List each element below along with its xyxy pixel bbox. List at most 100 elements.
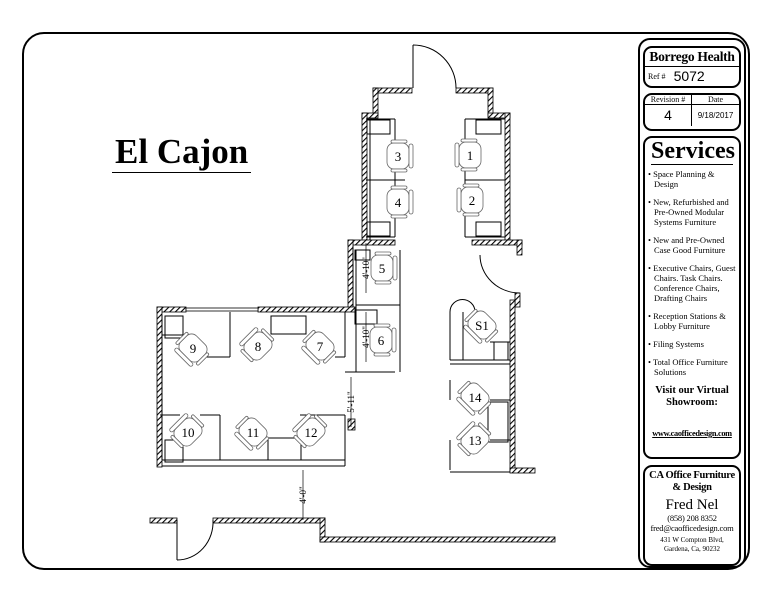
- chair-arm: [323, 350, 337, 364]
- wall: [156, 306, 163, 468]
- chair-arm: [457, 380, 471, 394]
- wall: [372, 87, 379, 116]
- chair-icon: [386, 139, 414, 173]
- chair-back: [456, 421, 476, 441]
- door-swing: [479, 254, 521, 294]
- workstation-number: 12: [305, 425, 318, 440]
- wall: [319, 536, 556, 543]
- chair-icon: [370, 251, 398, 285]
- company-name: CA Office Furniture & Design: [649, 470, 735, 493]
- workstation-number: 10: [182, 425, 195, 440]
- chair-icon: [239, 327, 275, 363]
- workstation-number: 11: [247, 425, 260, 440]
- contact-name: Fred Nel: [665, 497, 719, 513]
- file-pedestal: [366, 221, 391, 237]
- wall: [516, 239, 523, 256]
- reception-desk: [449, 299, 476, 360]
- chair-arm: [374, 251, 392, 256]
- chair-arm: [460, 167, 478, 172]
- chair-back: [169, 413, 189, 433]
- revision-value: 4: [645, 105, 692, 126]
- revision-box: Revision # Date 4 9/18/2017: [643, 93, 741, 131]
- dimension-label: 4'-0": [298, 486, 308, 504]
- wall: [372, 87, 413, 94]
- services-box: Services Space Planning & Design New, Re…: [643, 136, 741, 459]
- chair-arm: [240, 349, 254, 363]
- chair-arm: [175, 331, 189, 345]
- chair-back: [463, 324, 483, 344]
- chair-icon: [456, 421, 492, 457]
- workstation-number: 8: [255, 339, 262, 354]
- chair-arm: [464, 308, 478, 322]
- chair-arm: [261, 328, 275, 342]
- chair-icon: [454, 138, 482, 172]
- revision-label: Revision #: [645, 95, 692, 105]
- workstation-number: 13: [469, 433, 482, 448]
- wall: [257, 306, 356, 313]
- chair-arm: [293, 435, 307, 449]
- workstation-number: 3: [395, 149, 402, 164]
- file-pedestal: [354, 249, 371, 261]
- dimension-label: 4'-10": [361, 257, 371, 279]
- door-swing: [176, 519, 214, 561]
- client-name: Borrego Health: [645, 48, 739, 67]
- date-value: 9/18/2017: [697, 111, 734, 120]
- chair-arm: [374, 280, 392, 285]
- wall: [149, 517, 178, 524]
- file-pedestal: [164, 315, 184, 339]
- wall: [471, 239, 523, 246]
- workstation-number: 14: [469, 390, 483, 405]
- ref-value: 5072: [673, 68, 705, 84]
- visit-showroom: Visit our Virtual Showroom:: [655, 385, 729, 408]
- wall: [361, 112, 368, 246]
- chair-back: [456, 396, 476, 416]
- chair-arm: [373, 323, 391, 328]
- workstation-number: 1: [467, 148, 474, 163]
- website-link[interactable]: www.caofficedesign.com: [652, 429, 732, 438]
- dimension-label: 4'-10": [361, 326, 371, 348]
- chair-icon: [301, 329, 337, 365]
- file-pedestal: [267, 437, 302, 461]
- address-line-1: 431 W Compton Blvd,: [660, 536, 724, 544]
- chair-arm: [485, 329, 499, 343]
- chair-arm: [314, 414, 328, 428]
- service-item: Executive Chairs, Guest Chairs. Task Cha…: [648, 263, 737, 303]
- wall: [504, 112, 511, 246]
- chair-icon: [386, 185, 414, 219]
- service-item: Total Office Furniture Solutions: [648, 357, 737, 377]
- chair-arm: [256, 436, 270, 450]
- chair-arm: [191, 414, 205, 428]
- wall: [347, 239, 354, 311]
- chair-back: [301, 345, 321, 365]
- file-pedestal: [487, 401, 509, 443]
- workstation-number: 7: [317, 339, 324, 354]
- workstation-number: 5: [379, 261, 386, 276]
- chair-icon: [292, 413, 328, 449]
- partitions: [160, 44, 521, 561]
- chair-arm: [390, 139, 408, 144]
- wall: [455, 87, 494, 94]
- chair-arm: [302, 329, 316, 343]
- services-title: Services: [651, 138, 735, 165]
- workstation-number: 6: [378, 333, 385, 348]
- ref-row: Ref # 5072: [645, 67, 739, 85]
- window: [185, 307, 259, 312]
- workstation-number: 9: [190, 341, 197, 356]
- walls: [149, 87, 556, 543]
- chair-back: [408, 189, 414, 215]
- chair-arm: [170, 435, 184, 449]
- door-swing: [412, 44, 457, 89]
- chair-back: [391, 327, 397, 353]
- contact-email[interactable]: fred@caofficedesign.com: [650, 523, 734, 533]
- services-list: Space Planning & Design New, Refurbished…: [645, 169, 739, 377]
- chair-back: [454, 142, 460, 168]
- date-label: Date: [692, 95, 739, 105]
- chair-back: [392, 255, 398, 281]
- service-item: Filing Systems: [648, 339, 737, 349]
- chair-arm: [390, 185, 408, 190]
- chair-arm: [373, 352, 391, 357]
- title-block: Borrego Health Ref # 5072 Revision # Dat…: [638, 38, 746, 568]
- chair-arm: [478, 401, 492, 415]
